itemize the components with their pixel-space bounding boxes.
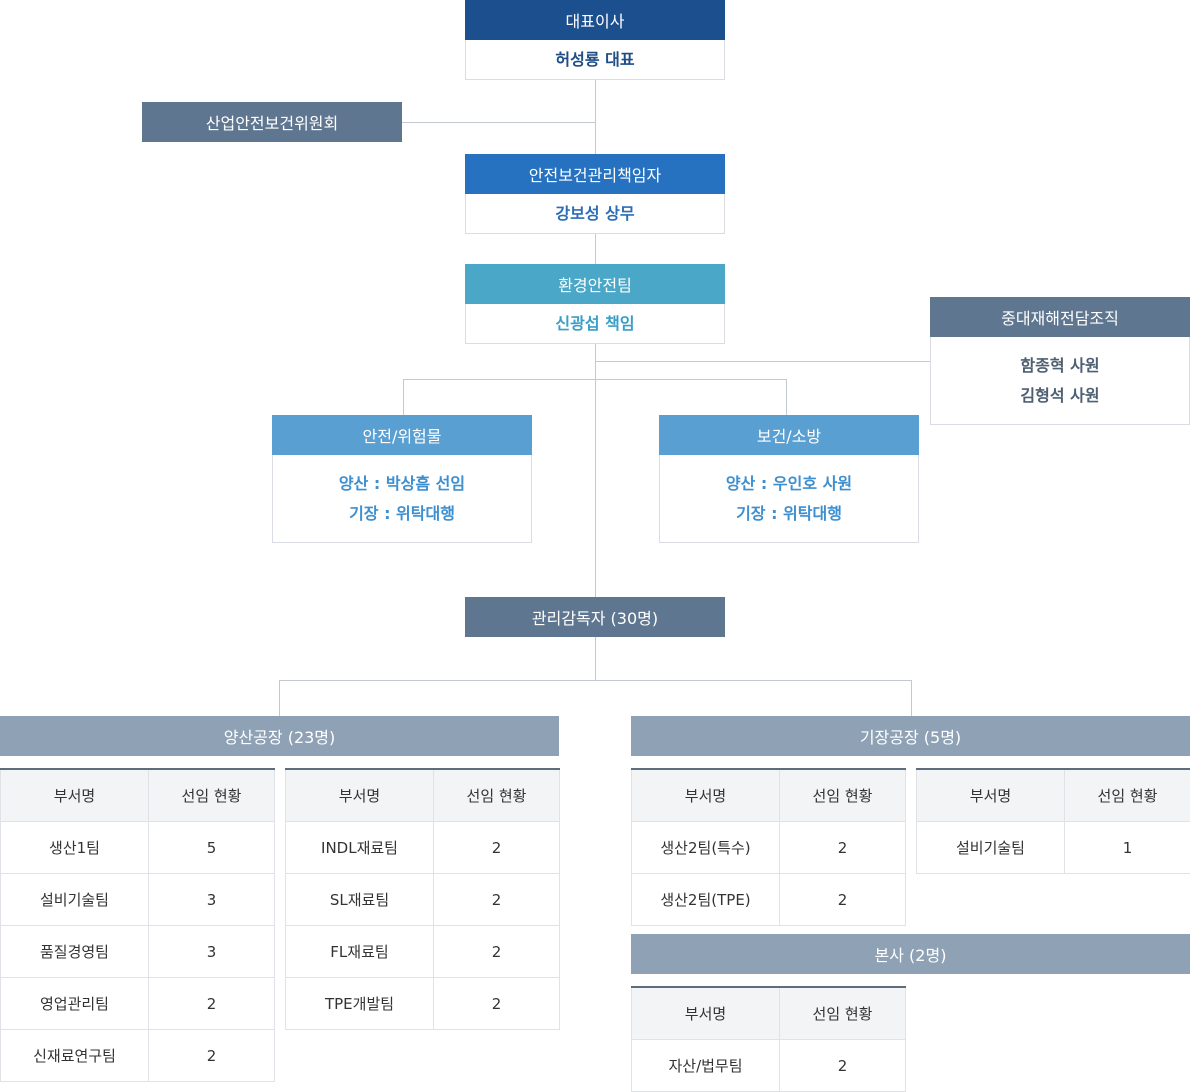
connector-branch-right <box>786 379 787 415</box>
table-row: 설비기술팀 1 <box>917 822 1190 874</box>
gijang-plant-title: 기장공장 (5명) <box>631 716 1190 756</box>
connector-plant-left <box>279 680 280 716</box>
column-header-dept: 부서명 <box>1 769 149 822</box>
dept-name: 생산2팀(특수) <box>632 822 780 874</box>
ceo-name: 허성룡 대표 <box>555 45 634 75</box>
yangsan-table-right: 부서명 선임 현황 INDL재료팀 2 SL재료팀 2 FL재료팀 2 TPE개… <box>285 768 560 1030</box>
connector-branch-horizontal <box>403 379 787 380</box>
gijang-table-right: 부서명 선임 현황 설비기술팀 1 <box>916 768 1190 874</box>
dept-count: 2 <box>434 822 560 874</box>
column-header-dept: 부서명 <box>632 987 780 1040</box>
connector-committee <box>402 122 595 123</box>
dept-count: 3 <box>149 874 275 926</box>
column-header-status: 선임 현황 <box>149 769 275 822</box>
connector-supervisor-down <box>595 637 596 681</box>
table-row: 품질경영팀 3 <box>1 926 275 978</box>
column-header-dept: 부서명 <box>632 769 780 822</box>
connector-branch-left <box>403 379 404 415</box>
dept-count: 2 <box>780 822 906 874</box>
column-header-dept: 부서명 <box>917 769 1065 822</box>
safety-hazard-box: 양산 : 박상흠 선임 기장 : 위탁대행 <box>272 455 532 543</box>
connector-plant-right <box>911 680 912 716</box>
dept-name: 신재료연구팀 <box>1 1030 149 1082</box>
column-header-status: 선임 현황 <box>780 987 906 1040</box>
yangsan-table-left: 부서명 선임 현황 생산1팀 5 설비기술팀 3 품질경영팀 3 영업관리팀 2… <box>0 768 275 1082</box>
disaster-org-members-box: 함종혁 사원 김형석 사원 <box>930 337 1190 425</box>
yangsan-plant-title: 양산공장 (23명) <box>0 716 559 756</box>
safety-manager-name: 강보성 상무 <box>555 199 634 229</box>
dept-name: 자산/법무팀 <box>632 1040 780 1092</box>
gijang-table-left: 부서명 선임 현황 생산2팀(특수) 2 생산2팀(TPE) 2 <box>631 768 906 926</box>
table-row: 설비기술팀 3 <box>1 874 275 926</box>
env-team-name-box: 신광섭 책임 <box>465 304 725 344</box>
connector-disaster-org <box>595 361 930 362</box>
column-header-status: 선임 현황 <box>1065 769 1190 822</box>
table-row: 생산2팀(TPE) 2 <box>632 874 906 926</box>
table-row: 생산2팀(특수) 2 <box>632 822 906 874</box>
dept-name: 생산2팀(TPE) <box>632 874 780 926</box>
dept-count: 3 <box>149 926 275 978</box>
table-row: INDL재료팀 2 <box>286 822 560 874</box>
dept-name: INDL재료팀 <box>286 822 434 874</box>
hq-title: 본사 (2명) <box>631 934 1190 974</box>
dept-count: 2 <box>434 926 560 978</box>
column-header-status: 선임 현황 <box>780 769 906 822</box>
env-team-name: 신광섭 책임 <box>555 309 634 339</box>
table-row: 신재료연구팀 2 <box>1 1030 275 1082</box>
dept-count: 1 <box>1065 822 1190 874</box>
safety-manager-name-box: 강보성 상무 <box>465 194 725 234</box>
safety-hazard-line: 양산 : 박상흠 선임 <box>339 469 465 499</box>
hq-table: 부서명 선임 현황 자산/법무팀 2 <box>631 986 906 1092</box>
safety-hazard-line: 기장 : 위탁대행 <box>349 499 455 529</box>
env-team-title: 환경안전팀 <box>465 264 725 304</box>
safety-manager-title: 안전보건관리책임자 <box>465 154 725 194</box>
dept-name: 생산1팀 <box>1 822 149 874</box>
dept-count: 2 <box>434 978 560 1030</box>
dept-name: 영업관리팀 <box>1 978 149 1030</box>
dept-name: TPE개발팀 <box>286 978 434 1030</box>
table-row: 자산/법무팀 2 <box>632 1040 906 1092</box>
dept-count: 2 <box>149 978 275 1030</box>
dept-name: 품질경영팀 <box>1 926 149 978</box>
ceo-name-box: 허성룡 대표 <box>465 40 725 80</box>
connector-plant-horizontal <box>279 680 912 681</box>
dept-name: 설비기술팀 <box>1 874 149 926</box>
disaster-org-member: 함종혁 사원 <box>1020 351 1099 381</box>
dept-name: FL재료팀 <box>286 926 434 978</box>
dept-name: SL재료팀 <box>286 874 434 926</box>
column-header-dept: 부서명 <box>286 769 434 822</box>
table-row: SL재료팀 2 <box>286 874 560 926</box>
health-fire-box: 양산 : 우인호 사원 기장 : 위탁대행 <box>659 455 919 543</box>
column-header-status: 선임 현황 <box>434 769 560 822</box>
disaster-org-member: 김형석 사원 <box>1020 381 1099 411</box>
dept-count: 2 <box>149 1030 275 1082</box>
health-fire-title: 보건/소방 <box>659 415 919 455</box>
health-fire-line: 기장 : 위탁대행 <box>736 499 842 529</box>
safety-hazard-title: 안전/위험물 <box>272 415 532 455</box>
ceo-title: 대표이사 <box>465 0 725 40</box>
health-fire-line: 양산 : 우인호 사원 <box>726 469 852 499</box>
dept-count: 2 <box>780 1040 906 1092</box>
table-row: 영업관리팀 2 <box>1 978 275 1030</box>
dept-count: 5 <box>149 822 275 874</box>
dept-count: 2 <box>434 874 560 926</box>
dept-count: 2 <box>780 874 906 926</box>
table-row: FL재료팀 2 <box>286 926 560 978</box>
supervisors-title: 관리감독자 (30명) <box>465 597 725 637</box>
table-row: 생산1팀 5 <box>1 822 275 874</box>
disaster-org-title: 중대재해전담조직 <box>930 297 1190 337</box>
table-row: TPE개발팀 2 <box>286 978 560 1030</box>
dept-name: 설비기술팀 <box>917 822 1065 874</box>
committee-title: 산업안전보건위원회 <box>142 102 402 142</box>
